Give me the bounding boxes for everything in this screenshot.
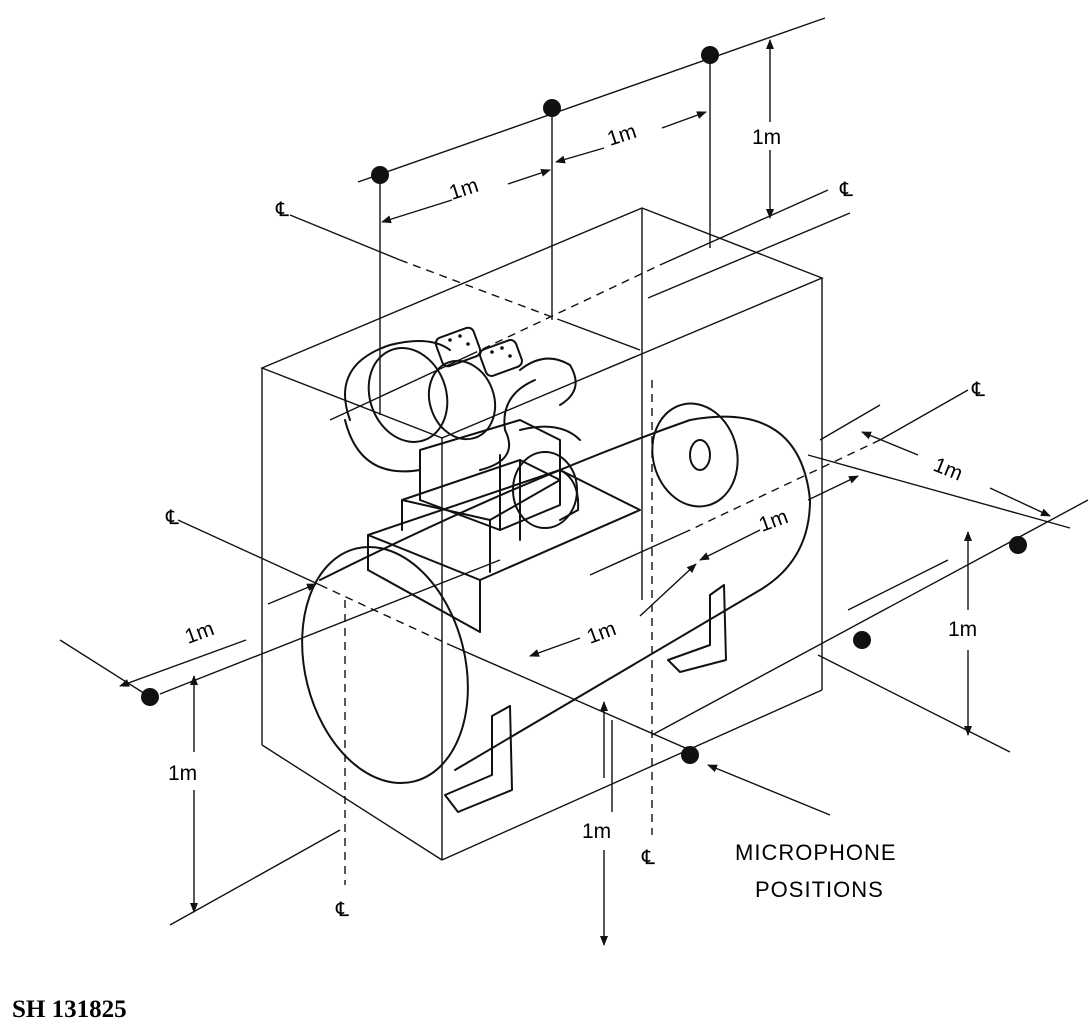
centerline-symbol: ℄ — [335, 897, 349, 921]
dimension-label: 1m — [604, 120, 639, 151]
dimension-label: 1m — [930, 453, 966, 485]
centerline-symbol: ℄ — [971, 377, 985, 401]
dimension-label: 1m — [756, 505, 791, 537]
dimension-label: 1m — [582, 820, 611, 843]
microphone-dot — [701, 46, 719, 64]
dimension-label: 1m — [168, 762, 197, 785]
air-receiver-tank — [301, 402, 811, 785]
dimension-label: 1m — [446, 174, 481, 205]
centerlines — [177, 189, 969, 885]
microphone-dot — [681, 746, 699, 764]
microphone-drop-lines — [379, 55, 711, 812]
centerline-symbol: ℄ — [165, 505, 179, 529]
microphone-dot — [543, 99, 561, 117]
centerline-symbol: ℄ — [275, 197, 289, 221]
microphone-dot — [853, 631, 871, 649]
microphone-dot — [141, 688, 159, 706]
figure-code: SH 131825 — [12, 996, 127, 1023]
microphone-positions-callout-line1: MICROPHONE — [735, 840, 897, 865]
dimension-label: 1m — [752, 126, 781, 149]
centerline-symbols: ℄ ℄ ℄ ℄ ℄ ℄ — [165, 177, 985, 921]
compressor-unit — [344, 326, 581, 531]
dimension-label: 1m — [584, 617, 619, 649]
microphone-positions — [141, 46, 1027, 764]
dimension-label: 1m — [948, 618, 977, 641]
microphone-positions-callout-line2: POSITIONS — [755, 877, 884, 902]
microphone-dot — [371, 166, 389, 184]
extension-lines — [59, 17, 1089, 926]
measurement-envelope-box — [260, 207, 824, 861]
centerline-symbol: ℄ — [641, 845, 655, 869]
centerline-symbol: ℄ — [839, 177, 853, 201]
dimension-arrows — [119, 39, 1051, 946]
dimension-label: 1m — [182, 617, 217, 649]
microphone-dot — [1009, 536, 1027, 554]
tank-saddle-supports — [444, 584, 727, 813]
compressor-base — [367, 459, 641, 633]
